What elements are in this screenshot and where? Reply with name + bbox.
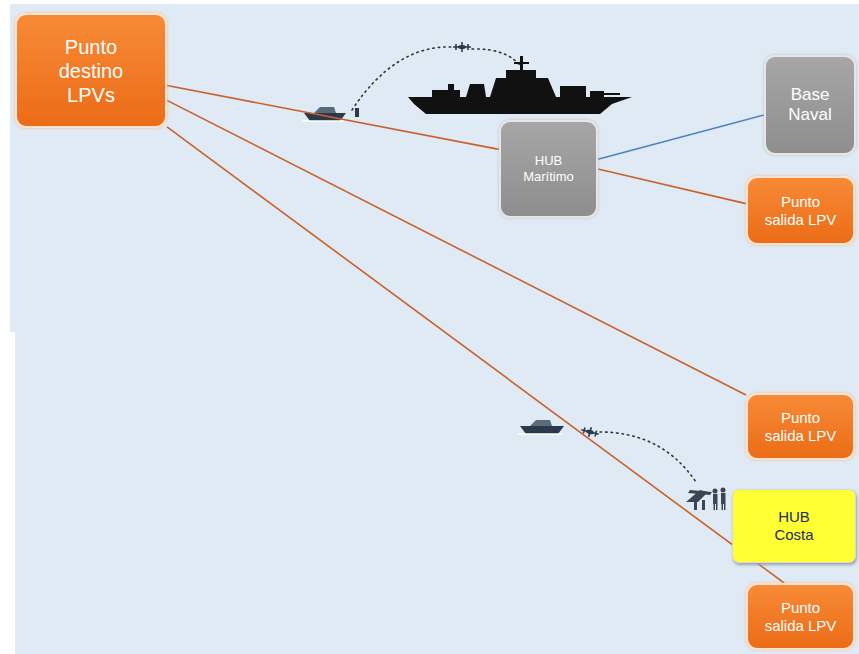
node-label: Base Naval <box>780 85 840 126</box>
node-label: Punto salida LPV <box>760 193 842 229</box>
destination-box: Punto destino LPVs <box>15 13 167 128</box>
speedboat <box>518 420 564 434</box>
node-label: Punto salida LPV <box>760 599 842 635</box>
operator-figures <box>713 488 726 511</box>
departure-box: Punto salida LPV <box>746 176 855 245</box>
hub-box: HUB Marítimo <box>499 120 598 218</box>
sea-ground <box>15 330 859 654</box>
departure-box: Punto salida LPV <box>746 393 855 460</box>
warship <box>408 56 632 114</box>
speedboat <box>302 107 359 121</box>
drone-icon <box>580 425 600 439</box>
sea-ground <box>10 4 859 332</box>
route-line <box>598 169 746 204</box>
node-label: Punto salida LPV <box>760 409 842 445</box>
flight-path <box>472 49 522 68</box>
drone-launcher <box>686 490 712 510</box>
node-label: HUB Costa <box>768 508 820 544</box>
route-line <box>167 85 499 149</box>
node-label: Punto destino LPVs <box>36 35 146 107</box>
route-line <box>167 127 784 583</box>
base-box: Base Naval <box>764 55 856 155</box>
hub-box: HUB Costa <box>732 489 856 563</box>
node-label: HUB Marítimo <box>514 153 584 184</box>
route-line <box>598 115 764 159</box>
drone-icon <box>453 42 471 52</box>
departure-box: Punto salida LPV <box>746 583 855 650</box>
route-line <box>167 100 746 395</box>
